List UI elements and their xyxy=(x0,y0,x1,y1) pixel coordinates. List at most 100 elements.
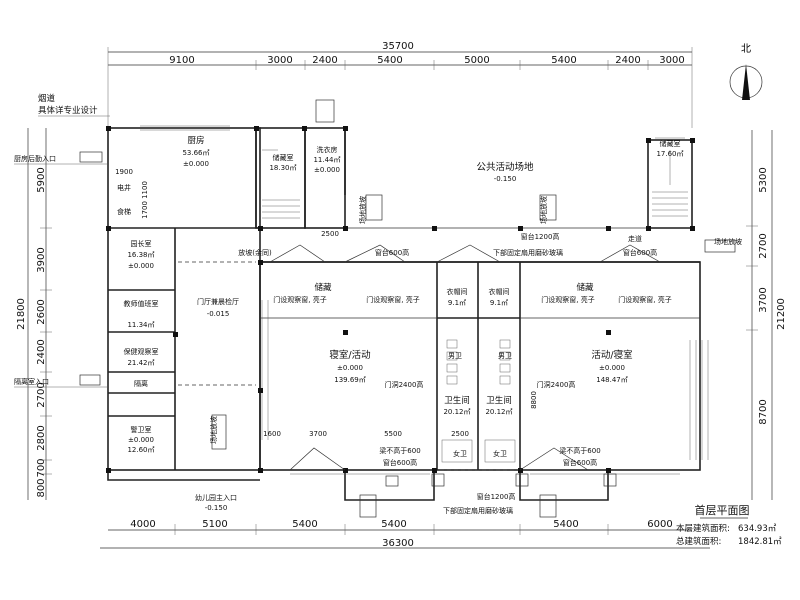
dorm-right-level: ±0.000 xyxy=(599,364,625,372)
cloak-right-area: 9.1㎡ xyxy=(490,299,508,307)
bottom-dim-6: 6000 xyxy=(647,519,672,530)
side-annotations: 烟道 具体详专业设计 厨房后勤入口 隔离室入口 幼儿园主入口 -0.150 xyxy=(14,93,237,512)
inner-dim-2500-bottom: 2500 xyxy=(451,430,469,438)
observe-window-3: 门设观察窗, 亮子 xyxy=(541,295,594,304)
dorm-left-name: 寝室/活动 xyxy=(329,349,370,361)
inner-dim-3700: 3700 xyxy=(309,430,327,438)
beam-note-right: 梁不高于600 xyxy=(559,446,600,455)
sill-1200-top: 窗台1200高 xyxy=(521,232,560,241)
bottom-dim-4: 5400 xyxy=(381,519,406,530)
teachers-name: 教师值班室 xyxy=(124,299,159,308)
observe-window-1: 门设观察窗, 亮子 xyxy=(273,295,326,304)
inner-dim-1600: 1600 xyxy=(263,430,281,438)
laundry-name: 洗衣房 xyxy=(317,145,338,154)
north-arrow-icon: 北 xyxy=(729,43,763,100)
health-name: 保健观察室 xyxy=(124,347,159,356)
storage-right-label: 储藏 xyxy=(576,282,594,293)
building-walls xyxy=(107,127,701,501)
storage-left-label: 储藏 xyxy=(314,282,332,293)
top-dim-6: 5400 xyxy=(551,55,576,66)
kitchen-area: 53.66㎡ xyxy=(182,149,209,157)
bottom-total-dim: 36300 xyxy=(382,538,414,549)
right-dim-1: 5300 xyxy=(758,167,769,192)
right-total-dim: 21200 xyxy=(776,298,787,330)
left-dim-7: 700 xyxy=(36,458,47,477)
cloak-left-area: 9.1㎡ xyxy=(448,299,466,307)
right-dimensions: 5300 2700 3700 8700 21200 xyxy=(746,130,787,500)
female-wc-right: 女卫 xyxy=(493,449,507,458)
storage-north-area: 18.30㎡ xyxy=(269,164,296,172)
storage-north-name: 储藏室 xyxy=(273,153,294,162)
bottom-dim-5: 5400 xyxy=(553,519,578,530)
top-dim-7: 2400 xyxy=(615,55,640,66)
ramp-label-hall: 场地放坡 xyxy=(209,416,218,444)
room-labels: 厨房 53.66㎡ ±0.000 储藏室 18.30㎡ 洗衣房 11.44㎡ ±… xyxy=(117,135,742,515)
sill-600-bottom-right: 窗台600高 xyxy=(563,458,597,467)
male-wc-right: 男卫 xyxy=(498,352,512,360)
bottom-dim-1: 4000 xyxy=(130,519,155,530)
inner-dim-2500-top: 2500 xyxy=(321,230,339,238)
guard-level: ±0.000 xyxy=(128,436,154,444)
top-dim-5: 5000 xyxy=(464,55,489,66)
isolation-entry-label: 隔离室入口 xyxy=(14,377,49,386)
guard-area: 12.60㎡ xyxy=(127,446,154,454)
title-block: 首层平面图 本层建筑面积: 634.93㎡ 总建筑面积: 1842.81㎡ xyxy=(676,503,782,547)
right-dim-3: 3700 xyxy=(758,287,769,312)
beam-note-left: 梁不高于600 xyxy=(379,446,420,455)
top-dim-1: 9100 xyxy=(169,55,194,66)
director-area: 16.38㎡ xyxy=(127,251,154,259)
right-dim-4: 8700 xyxy=(758,399,769,424)
dorm-right-name: 活动/寝室 xyxy=(591,349,632,361)
top-dim-2: 3000 xyxy=(267,55,292,66)
sill-600-top-left: 窗台600高 xyxy=(375,248,409,257)
right-dim-2: 2700 xyxy=(758,233,769,258)
inner-dim-5500: 5500 xyxy=(384,430,402,438)
guard-name: 警卫室 xyxy=(131,425,152,434)
kitchen-name: 厨房 xyxy=(187,135,204,146)
ramp-label-north-2: 场地放坡 xyxy=(539,196,548,224)
dorm-left-area: 139.69㎡ xyxy=(334,376,366,384)
left-dim-4: 2400 xyxy=(36,339,47,364)
dumbwaiter-name: 食梯 xyxy=(117,207,131,216)
teachers-area: 11.34㎡ xyxy=(127,321,154,329)
sill-600-top-right: 窗台600高 xyxy=(623,248,657,257)
left-dim-5: 2700 xyxy=(36,382,47,407)
stair-north xyxy=(262,149,300,219)
director-level: ±0.000 xyxy=(128,262,154,270)
total-area-value: 1842.81㎡ xyxy=(738,537,782,547)
wc-right-name: 卫生间 xyxy=(486,395,512,406)
bottom-dim-2: 5100 xyxy=(202,519,227,530)
inner-dim-1100: 1100 xyxy=(141,181,149,199)
chimney-note: 具体详专业设计 xyxy=(38,105,98,116)
corridor-label: 走道 xyxy=(628,234,642,243)
isolation-name: 隔离 xyxy=(134,379,148,388)
bottom-dimensions: 4000 5100 5400 5400 5400 6000 36300 xyxy=(100,519,710,549)
dorm-left-level: ±0.000 xyxy=(337,364,363,372)
top-dimensions: 35700 9100 3000 2400 5400 5000 5400 2400… xyxy=(107,41,693,128)
left-dim-1: 5900 xyxy=(36,167,47,192)
left-dim-6: 2800 xyxy=(36,425,47,450)
inner-dim-1700: 1700 xyxy=(141,201,149,219)
floor-area-value: 634.93㎡ xyxy=(738,524,777,534)
plan-title: 首层平面图 xyxy=(695,503,750,517)
director-name: 园长室 xyxy=(131,239,152,248)
storage-ne-area: 17.60㎡ xyxy=(656,150,683,158)
kitchen-level: ±0.000 xyxy=(183,160,209,168)
health-area: 21.42㎡ xyxy=(127,359,154,367)
cloak-right-name: 衣帽间 xyxy=(489,287,510,296)
inner-dim-1900: 1900 xyxy=(115,168,133,176)
stair-northeast xyxy=(652,150,688,217)
female-wc-left: 女卫 xyxy=(453,449,467,458)
top-dim-3: 2400 xyxy=(312,55,337,66)
ramp-label-east: 场地放坡 xyxy=(714,237,742,246)
left-total-dim: 21800 xyxy=(16,298,27,330)
main-entry-level: -0.150 xyxy=(205,504,228,512)
yard-level: -0.150 xyxy=(494,175,517,183)
hall-name: 门厅兼晨检厅 xyxy=(197,297,239,306)
left-dim-3: 2600 xyxy=(36,299,47,324)
observe-window-2: 门设观察窗, 亮子 xyxy=(366,295,419,304)
inner-dim-8800: 8800 xyxy=(530,391,538,409)
north-label: 北 xyxy=(741,43,751,55)
bottom-dim-3: 5400 xyxy=(292,519,317,530)
